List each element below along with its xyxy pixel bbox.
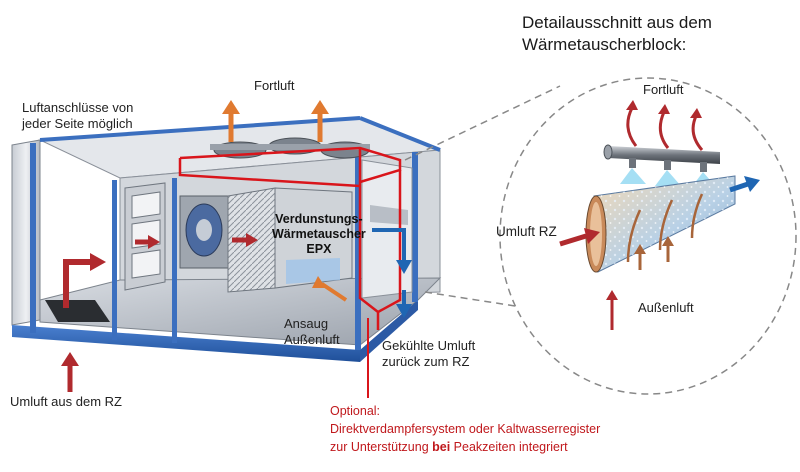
detail-view [499,77,797,395]
label-air-connections: Luftanschlüsse von jeder Seite möglich [22,100,133,132]
detail-title-line2: Wärmetauscherblock: [522,35,687,54]
cooled-air-arrow-upper [372,228,412,274]
frame-post-4 [355,150,361,350]
filter-section [124,182,166,291]
label-epx: Verdunstungs- Wärmetauscher EPX [272,212,366,257]
cooled-air-arrow-lower [396,290,412,318]
label-return-air-from-rz: Umluft aus dem RZ [10,394,122,409]
detail-title-line1: Detailausschnitt aus dem [522,13,712,32]
label-air-connections-line1: Luftanschlüsse von [22,100,134,115]
unit-base-frame [12,325,360,362]
fan-unit [179,195,229,269]
label-return-air-detail: Umluft RZ [496,224,557,239]
airflow-arrows [61,100,412,392]
detail-exhaust-arrowheads [626,100,702,118]
optional-note-line1: Optional: [330,404,381,418]
optional-note: Optional: Direktverdampfersystem oder Ka… [330,402,600,456]
detail-cooled-air-arrow [729,176,760,193]
label-cooled-line2: zurück zum RZ [382,354,470,369]
frame-post-3 [172,178,177,343]
optional-note-line3-pre: zur Unterstützung [330,440,433,454]
air-handling-unit [11,116,442,398]
return-air-inlet-arrow [63,253,106,308]
label-epx-line1: Verdunstungs- [275,212,363,226]
label-fortluft-detail: Fortluft [643,82,684,97]
optional-note-line2: Direktverdampfersystem oder Kaltwasserre… [330,422,601,436]
outside-air-intake-arrow [312,276,348,302]
label-air-connections-line2: jeder Seite möglich [22,116,133,131]
label-epx-line3: EPX [306,242,332,256]
label-intake-line2: Außenluft [284,332,340,347]
air-inlet-opening [45,300,110,322]
frame-post-2 [112,180,117,340]
detail-exhaust-arrows [626,107,704,151]
detail-outside-air-arrows [606,236,674,330]
label-intake-outside-air: Ansaug Außenluft [284,316,340,348]
label-outside-air-detail: Außenluft [638,300,694,315]
label-intake-line1: Ansaug [284,316,329,331]
frame-post-1 [30,143,36,333]
detail-return-air-arrow [559,228,600,247]
label-cooled-line1: Gekühlte Umluft [382,338,476,353]
optional-note-line3-bold: bei [432,440,451,454]
return-air-bottom-arrow [61,352,79,392]
detail-title: Detailausschnitt aus dem Wärmetauscherbl… [522,12,712,56]
exhaust-arrow-right [311,100,329,142]
outlet-louver [370,205,408,225]
frame-post-5 [412,152,418,302]
label-epx-line2: Wärmetauscher [272,227,366,241]
optional-note-line3-post: Peakzeiten integriert [450,440,568,454]
label-cooled-return-air: Gekühlte Umluft zurück zum RZ [382,338,475,370]
optional-note-line3: zur Unterstützung bei Peakzeiten integri… [330,438,600,456]
airflow-arrow-fan [232,233,258,247]
airflow-arrow-filter [135,235,160,249]
detail-connector-top [404,85,561,161]
optional-coil-outline [178,146,402,330]
exhaust-arrow-left [222,100,240,142]
detail-inner-arrows [626,193,704,263]
detail-connector-bottom [424,291,529,309]
label-fortluft-main: Fortluft [254,78,295,93]
